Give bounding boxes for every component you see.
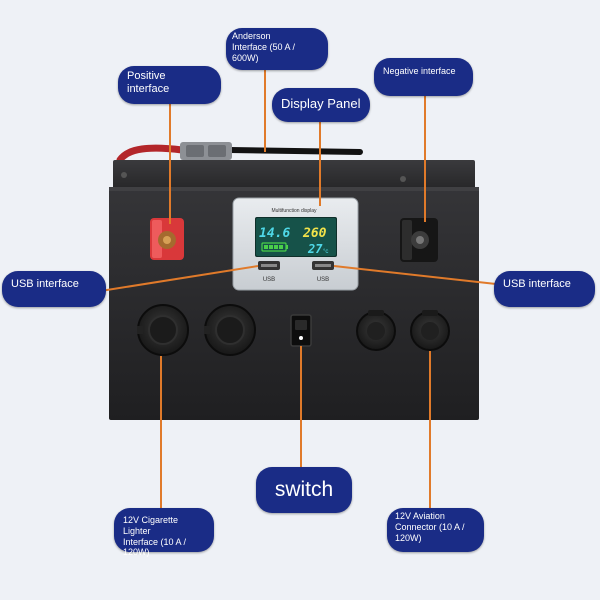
- positive-terminal-icon: [150, 218, 184, 260]
- case-lid: [113, 160, 475, 190]
- negative-interface-label: Negative interface: [374, 58, 473, 96]
- leader-lines: [87, 66, 506, 512]
- case-edge: [109, 187, 479, 191]
- aviation-socket-icon: [356, 310, 396, 351]
- red-cable: [116, 144, 186, 164]
- cigarette-socket-icon: [137, 304, 189, 356]
- aviation-socket-icon: [410, 310, 450, 351]
- usb-interface-label-left: USB interface: [2, 271, 106, 307]
- anderson-interface-label: Anderson Interface (50 A / 600W): [226, 28, 328, 70]
- case-body: [109, 187, 479, 420]
- display-panel-label: Display Panel: [272, 88, 370, 122]
- rocker-switch-icon: [290, 314, 312, 347]
- cigarette-socket-icon: [204, 304, 256, 356]
- switch-label: switch: [256, 467, 352, 513]
- usb-label-left: USB: [263, 277, 275, 283]
- lcd-temp-unit: °c: [323, 249, 328, 255]
- usb-port-right: [312, 261, 334, 270]
- negative-terminal-icon: [400, 218, 438, 262]
- lid-screw: [400, 176, 406, 182]
- cigarette-lighter-label: 12V Cigarette Lighter Interface (10 A / …: [114, 508, 214, 557]
- usb-label-right: USB: [317, 277, 329, 283]
- leader-usb-right: [333, 265, 506, 286]
- battery-level-icon: [261, 242, 288, 252]
- positive-interface-label: Positive interface: [118, 66, 221, 104]
- leader-usb-left: [87, 265, 259, 294]
- black-cable: [227, 147, 363, 155]
- aviation-connector-label: 12V Aviation Connector (10 A / 120W): [387, 508, 484, 552]
- lcd-voltage: 14.6: [259, 226, 290, 241]
- anderson-plug-icon: [180, 142, 232, 160]
- lid-screw: [121, 172, 127, 178]
- usb-interface-label-right: USB interface: [494, 271, 595, 307]
- panel-title: Multifunction display: [271, 208, 317, 214]
- usb-port-left: [258, 261, 280, 270]
- lcd-percent: 260: [302, 226, 327, 241]
- lcd-temperature: 27: [307, 242, 323, 256]
